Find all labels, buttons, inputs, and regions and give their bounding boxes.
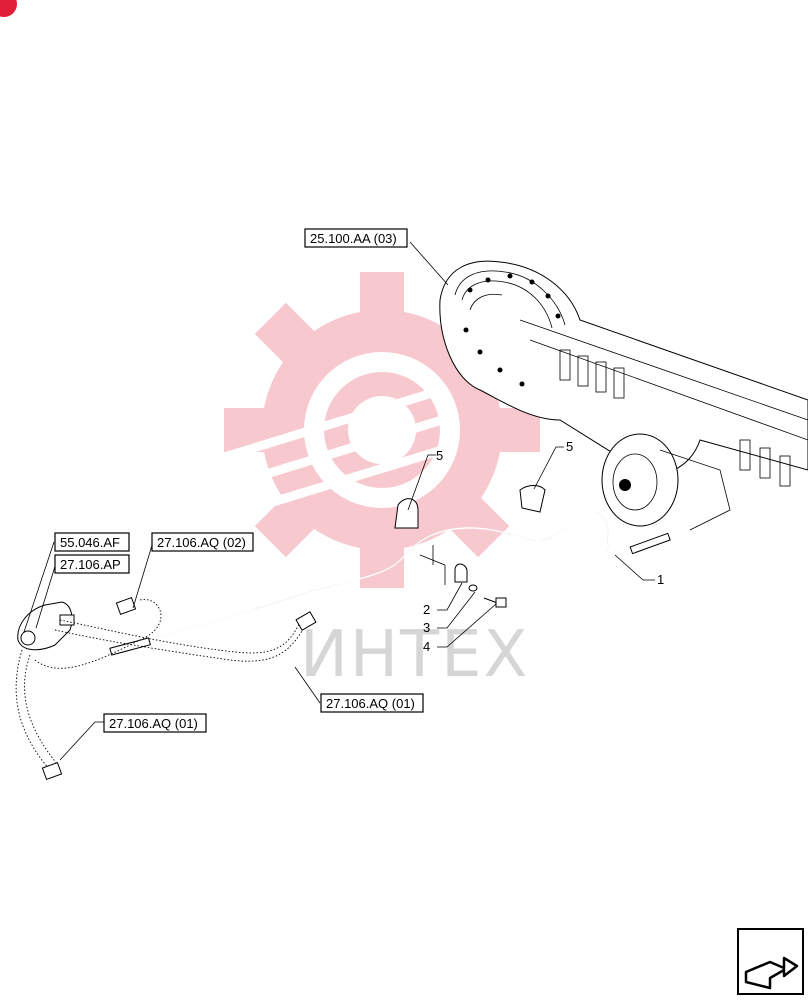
svg-text:27.106.AQ (02): 27.106.AQ (02) [157, 535, 246, 550]
callout-5-right[interactable]: 5 [566, 439, 573, 454]
tube-clip-left [394, 498, 419, 529]
tube-clip-right [519, 485, 546, 513]
callout-4[interactable]: 4 [423, 639, 430, 654]
svg-text:27.106.AP: 27.106.AP [60, 557, 121, 572]
svg-text:27.106.AQ (01): 27.106.AQ (01) [326, 696, 415, 711]
svg-text:25.100.AA (03): 25.100.AA (03) [310, 231, 397, 246]
valve-assembly [15, 596, 317, 781]
ref-label-25-100-aa-03[interactable]: 25.100.AA (03) [304, 228, 408, 248]
next-page-arrow-icon[interactable] [737, 928, 804, 995]
callout-3[interactable]: 3 [423, 620, 430, 635]
svg-text:27.106.AQ (01): 27.106.AQ (01) [109, 716, 198, 731]
ref-label-27-106-ap[interactable]: 27.106.AP [54, 554, 130, 574]
callout-5-left[interactable]: 5 [436, 448, 443, 463]
callout-2[interactable]: 2 [423, 602, 430, 617]
corner-badge-icon [0, 0, 17, 17]
ref-label-55-046-af[interactable]: 55.046.AF [54, 532, 130, 552]
watermark-text: ИНТЕХ [300, 618, 529, 692]
brake-tube [107, 511, 671, 656]
ref-label-27-106-aq-02[interactable]: 27.106.AQ (02) [151, 532, 254, 552]
callout-1[interactable]: 1 [657, 572, 664, 587]
axle-housing [439, 260, 808, 531]
ref-label-27-106-aq-01-left[interactable]: 27.106.AQ (01) [103, 713, 207, 733]
clamp-assembly [419, 545, 507, 608]
leader-lines [23, 241, 655, 761]
svg-text:55.046.AF: 55.046.AF [60, 535, 120, 550]
ref-label-27-106-aq-01-right[interactable]: 27.106.AQ (01) [320, 693, 424, 713]
